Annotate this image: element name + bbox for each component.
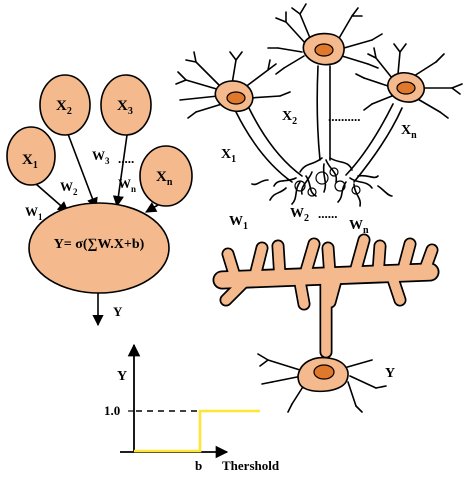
bio-dots-top: ..........	[328, 109, 361, 124]
input-label-xn: Xn	[156, 169, 173, 188]
neuron-x2	[267, 3, 383, 75]
synapse-cluster	[251, 157, 393, 207]
biological-model: X1 X2 Xn .......... W1 W2 ...... Wn Y	[175, 3, 463, 413]
input-node-x3	[100, 74, 152, 136]
input-node-xn	[139, 145, 193, 207]
step-x-tick-label: b	[195, 458, 202, 473]
neuron-xn	[355, 43, 463, 119]
connection-x1	[35, 183, 69, 213]
bio-weight-label-wn: Wn	[349, 218, 369, 236]
nucleus-xn	[396, 81, 416, 95]
bio-weight-label-w2: W2	[290, 206, 309, 224]
activation-formula: Y= σ(∑W.X+b)	[54, 237, 145, 252]
axon-lines	[235, 65, 403, 183]
weight-label-w3: W3	[92, 148, 110, 166]
perceptron-output-label: Y	[113, 304, 123, 319]
output-neuron	[257, 353, 387, 413]
weight-label-w2: W2	[60, 179, 78, 197]
bio-output-label: Y	[385, 366, 395, 381]
input-label-x1: X1	[22, 152, 38, 171]
bio-input-label-xn: Xn	[401, 123, 417, 141]
step-y-tick-label: 1.0	[104, 403, 120, 418]
input-ellipsis: .....	[118, 151, 134, 166]
perceptron-model: X1 X2 X3 Xn W1 W2 W3 Wn ..... Y= σ(∑W.X+…	[6, 74, 193, 327]
dendrite-tree	[212, 233, 440, 359]
output-nucleus	[313, 364, 335, 380]
input-label-x3: X3	[117, 98, 133, 117]
neuron-x1	[175, 51, 291, 119]
bio-dots-bottom: ......	[318, 206, 338, 221]
connection-x2	[67, 133, 98, 210]
summation-node	[28, 202, 170, 294]
weight-label-w1: W1	[25, 204, 43, 222]
step-function-chart: Y 1.0 b Thershold	[104, 343, 280, 473]
input-node-x1	[6, 126, 56, 186]
weight-label-wn: Wn	[118, 176, 136, 194]
step-curve	[134, 409, 260, 453]
nucleus-x1	[226, 91, 246, 105]
input-node-x2	[39, 74, 91, 136]
input-label-x2: X2	[56, 98, 72, 117]
bio-weight-label-w1: W1	[229, 214, 248, 232]
bio-input-label-x1: X1	[221, 147, 236, 165]
nucleus-x2	[314, 43, 334, 57]
step-y-axis-label: Y	[117, 369, 127, 384]
connection-xn	[145, 202, 159, 213]
step-x-axis-label: Thershold	[222, 458, 280, 473]
bio-input-label-x2: X2	[282, 109, 297, 127]
connection-x3	[112, 134, 128, 208]
